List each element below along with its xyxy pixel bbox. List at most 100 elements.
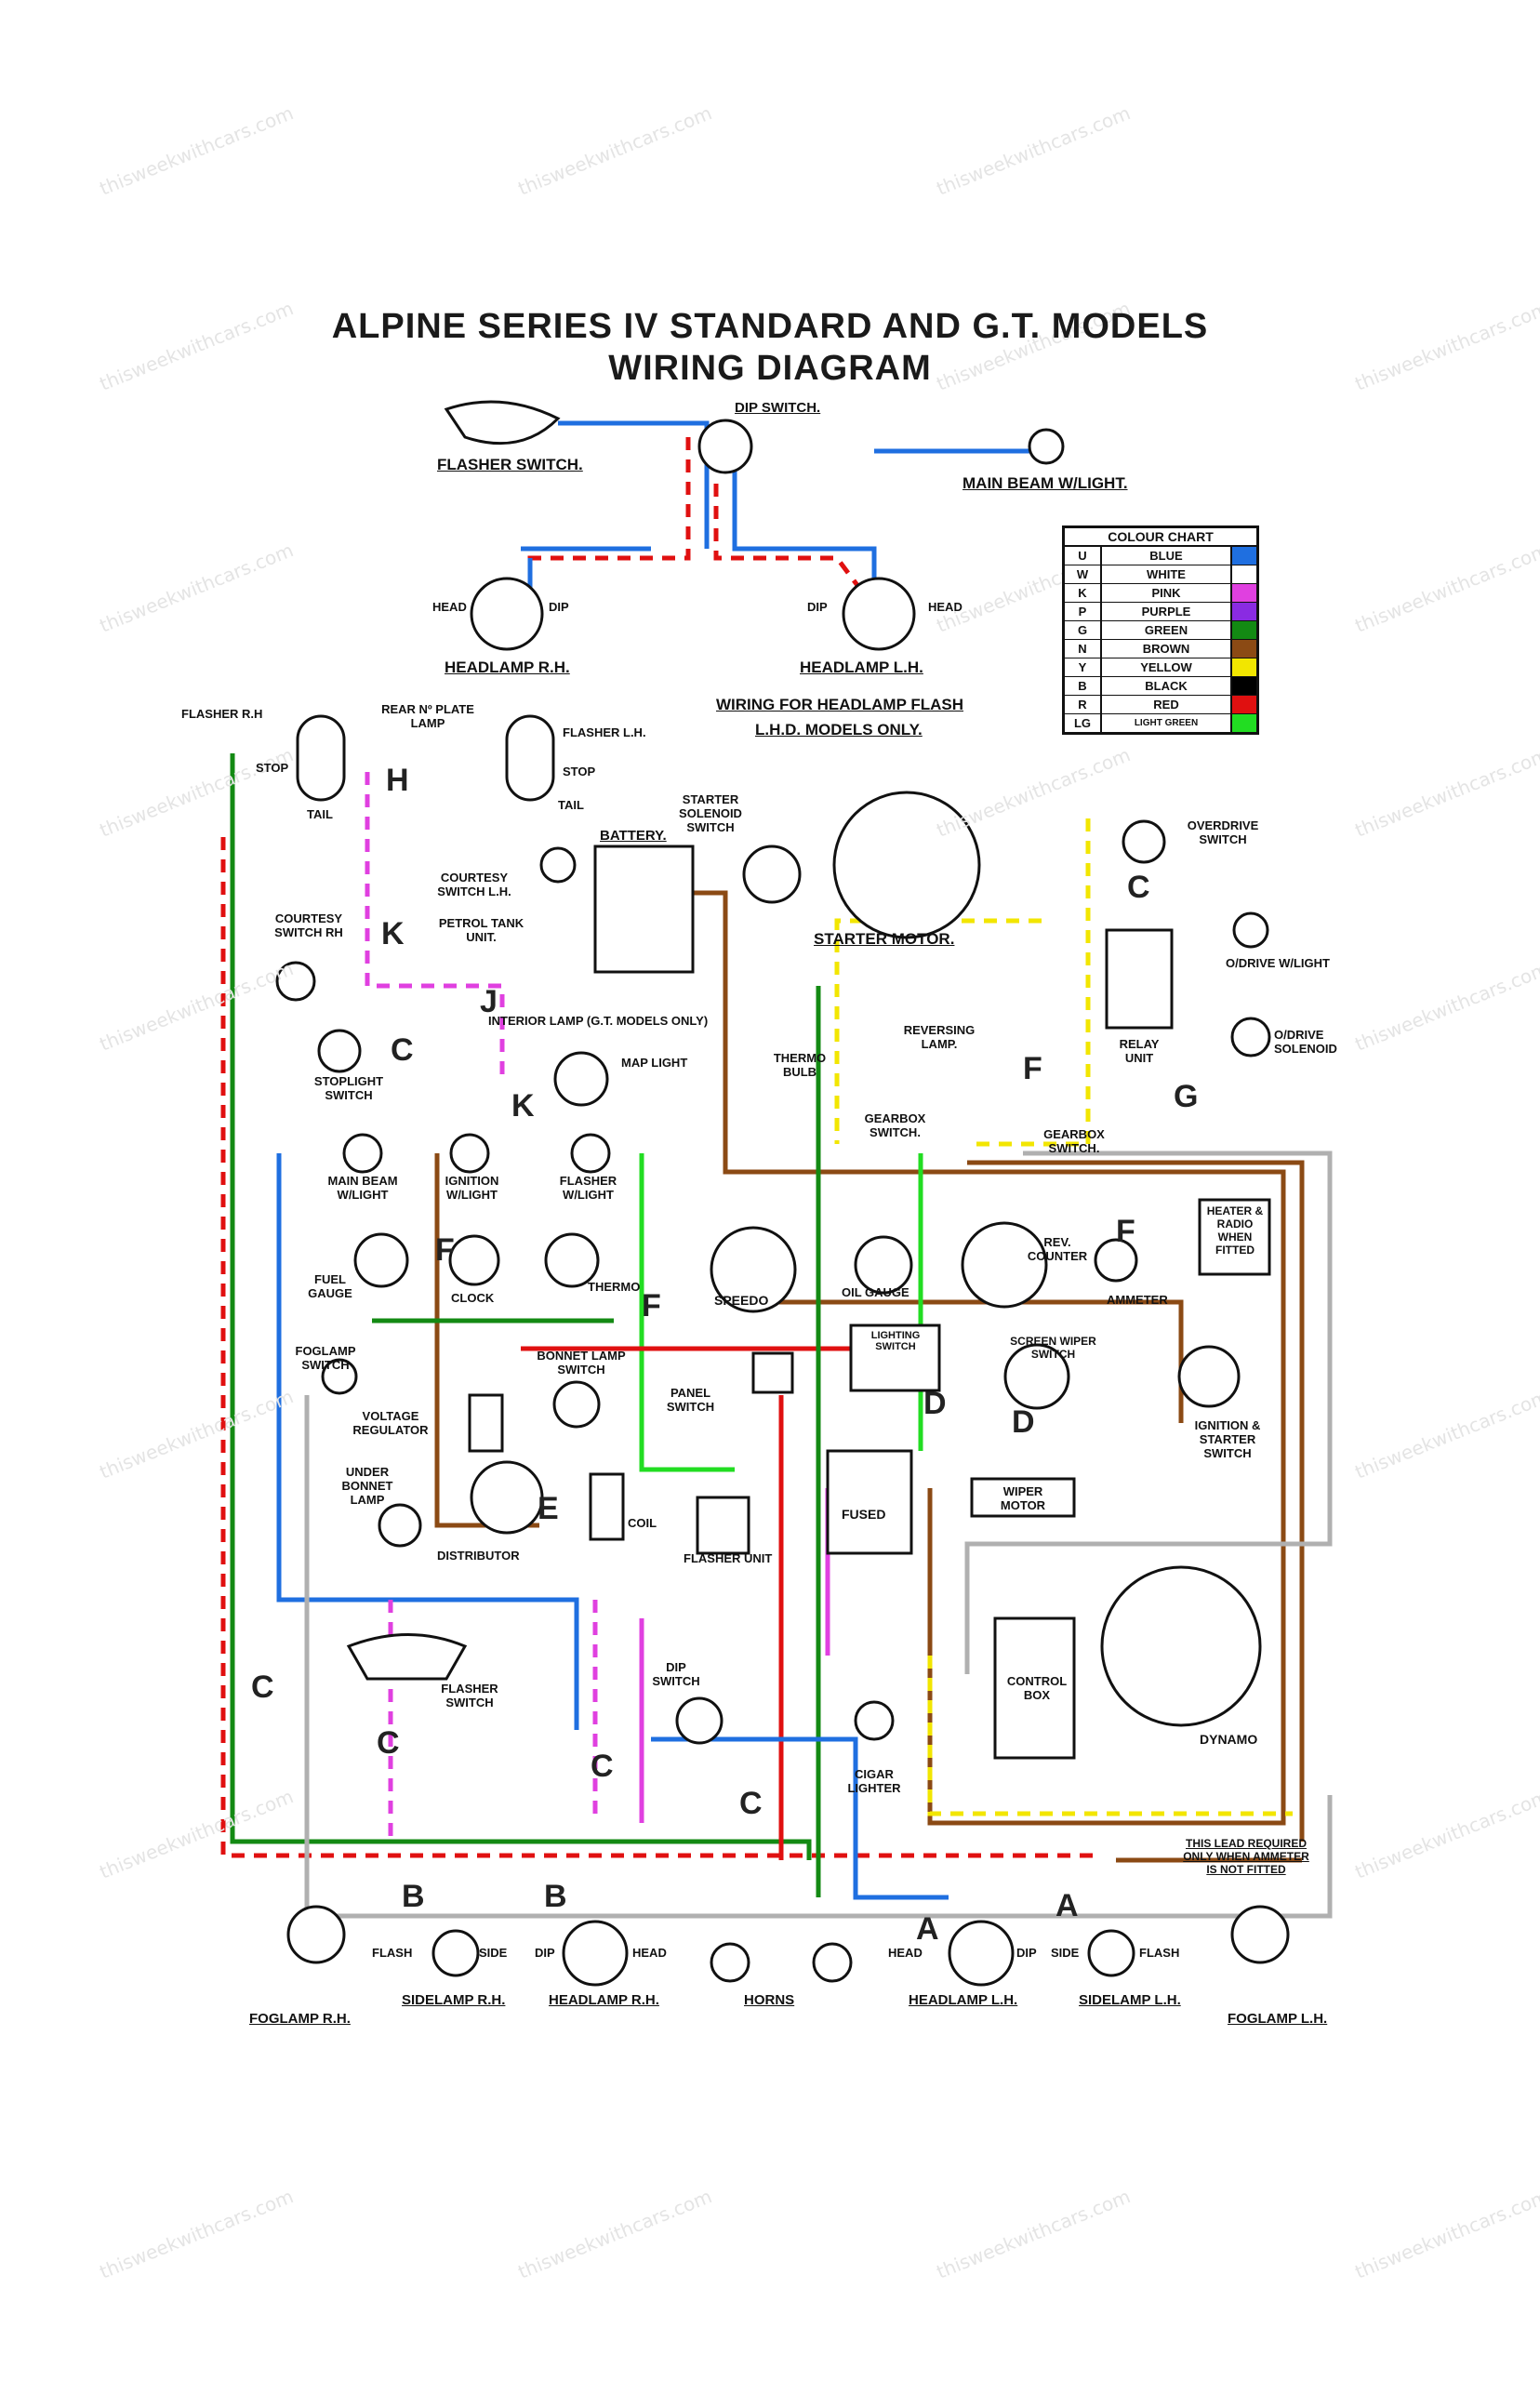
label-wiper-motor: WIPER MOTOR <box>1000 1484 1046 1512</box>
label-stop-lh: STOP <box>563 765 596 778</box>
connector-letter-c-4: C <box>377 1725 400 1761</box>
label-headlamp-lh: HEADLAMP L.H. <box>800 658 923 676</box>
stoplight-switch <box>317 1029 362 1073</box>
wire-lgreen <box>639 1153 923 1472</box>
label-courtesy-rh: COURTESY SWITCH RH <box>274 911 343 939</box>
connector-letter-e: E <box>538 1491 559 1526</box>
colour-swatch <box>1232 677 1256 695</box>
label-rev-counter: REV. COUNTER <box>1027 1235 1088 1263</box>
colour-code: G <box>1065 621 1102 639</box>
label-reversing-lamp: REVERSING LAMP. <box>903 1023 976 1051</box>
colour-swatch <box>1232 584 1256 602</box>
label-odrive-light: O/DRIVE W/LIGHT <box>1226 956 1330 970</box>
courtesy-rh <box>275 961 316 1002</box>
label-wiring-note-2: L.H.D. MODELS ONLY. <box>755 721 923 738</box>
clock <box>448 1234 500 1286</box>
colour-swatch <box>1232 696 1256 713</box>
courtesy-lh <box>539 846 577 884</box>
label-thermo-bulb: THERMO BULB <box>773 1051 827 1079</box>
main-beam-wlight <box>342 1133 383 1174</box>
connector-letter-d: D <box>923 1386 947 1421</box>
starter-solenoid <box>742 845 802 904</box>
colour-code: Y <box>1065 658 1102 676</box>
sidelamp-rh <box>431 1929 480 1977</box>
colour-name: YELLOW <box>1102 658 1232 676</box>
label-dip-switch-lower: DIP SWITCH <box>652 1660 700 1688</box>
label-main-beam-wlight: MAIN BEAM W/LIGHT <box>327 1174 398 1202</box>
connector-letter-f-2: F <box>435 1232 455 1268</box>
connector-letter-f-3: F <box>642 1288 661 1324</box>
colour-name: BROWN <box>1102 640 1232 658</box>
sidelamp-lh <box>1087 1929 1135 1977</box>
label-flasher-unit: FLASHER UNIT <box>684 1551 773 1565</box>
label-dip-switch: DIP SWITCH. <box>735 400 821 416</box>
label-lighting-switch: LIGHTING SWITCH <box>870 1330 921 1352</box>
label-panel-switch: PANEL SWITCH <box>666 1386 715 1414</box>
label-main-beam-light: MAIN BEAM W/LIGHT. <box>962 474 1128 492</box>
wire-blue-left <box>276 1153 579 1730</box>
connector-letter-b: B <box>402 1879 425 1914</box>
colour-code: N <box>1065 640 1102 658</box>
label-headlamp-rh: HEADLAMP R.H. <box>445 658 570 676</box>
label-overdrive-switch: OVERDRIVE SWITCH <box>1187 818 1259 846</box>
colour-swatch <box>1232 658 1256 676</box>
flasher-switch-top <box>444 400 561 446</box>
label-odrive-solenoid: O/DRIVE SOLENOID <box>1274 1028 1337 1056</box>
colour-code: U <box>1065 547 1102 565</box>
wiper-motor <box>970 1477 1076 1518</box>
components <box>275 400 1290 1987</box>
label-distributor: DISTRIBUTOR <box>437 1549 520 1563</box>
label-flash-rh: FLASH <box>372 1946 413 1960</box>
label-foglamp-rh: FOGLAMP R.H. <box>249 2011 351 2027</box>
label-coil: COIL <box>628 1516 657 1530</box>
label-map-light: MAP LIGHT <box>621 1056 688 1070</box>
odrive-solenoid <box>1230 1017 1271 1057</box>
label-tail-lh: TAIL <box>558 798 584 812</box>
label-interior-lamp: INTERIOR LAMP (G.T. MODELS ONLY) <box>488 1014 709 1028</box>
distributor <box>470 1460 544 1535</box>
colour-code: B <box>1065 677 1102 695</box>
label-clock: CLOCK <box>451 1291 495 1305</box>
label-flasher-switch-lower: FLASHER SWITCH <box>441 1682 498 1709</box>
label-horns: HORNS <box>744 1992 795 2008</box>
wire-green-left <box>230 753 812 1860</box>
battery <box>593 845 695 974</box>
wire-grey-main <box>964 1151 1333 1674</box>
connector-letter-a-2: A <box>916 1911 939 1947</box>
connector-letter-d-2: D <box>1012 1404 1035 1440</box>
flasher-switch-lower <box>346 1633 468 1681</box>
label-dynamo: DYNAMO <box>1200 1732 1258 1747</box>
tacho <box>961 1221 1048 1309</box>
foglamp-lh <box>1230 1905 1290 1964</box>
label-rear-plate-lamp: REAR Nº PLATE LAMP <box>381 702 474 730</box>
wire-brown-2 <box>967 1160 1305 1863</box>
wire-yellow-od <box>834 818 1293 1816</box>
speedo <box>710 1226 797 1313</box>
wire-pink-1 <box>365 772 598 1842</box>
label-fuel-gauge: FUEL GAUGE <box>308 1272 352 1300</box>
label-sidelamp-lh: SIDELAMP L.H. <box>1079 1992 1181 2008</box>
horn-right <box>812 1942 853 1983</box>
label-oil-gauge: OIL GAUGE <box>842 1285 909 1299</box>
label-tail-rh: TAIL <box>307 807 333 821</box>
control-box <box>993 1616 1076 1760</box>
label-headlamp-lh-bottom: HEADLAMP L.H. <box>909 1992 1018 2008</box>
colour-code: W <box>1065 565 1102 583</box>
label-headlamp-rh-bottom: HEADLAMP R.H. <box>549 1992 659 2008</box>
label-relay-unit: RELAY UNIT <box>1119 1037 1160 1065</box>
odrive-light <box>1232 911 1269 949</box>
wire-grey-left <box>304 1395 1333 1919</box>
label-starter-solenoid: STARTER SOLENOID SWITCH <box>679 792 742 834</box>
connector-letter-c-6: C <box>739 1786 763 1821</box>
label-ammeter: AMMETER <box>1107 1293 1168 1307</box>
label-fused: FUSED <box>842 1507 886 1522</box>
label-dip-lh: DIP <box>807 600 828 614</box>
colour-swatch <box>1232 603 1256 620</box>
